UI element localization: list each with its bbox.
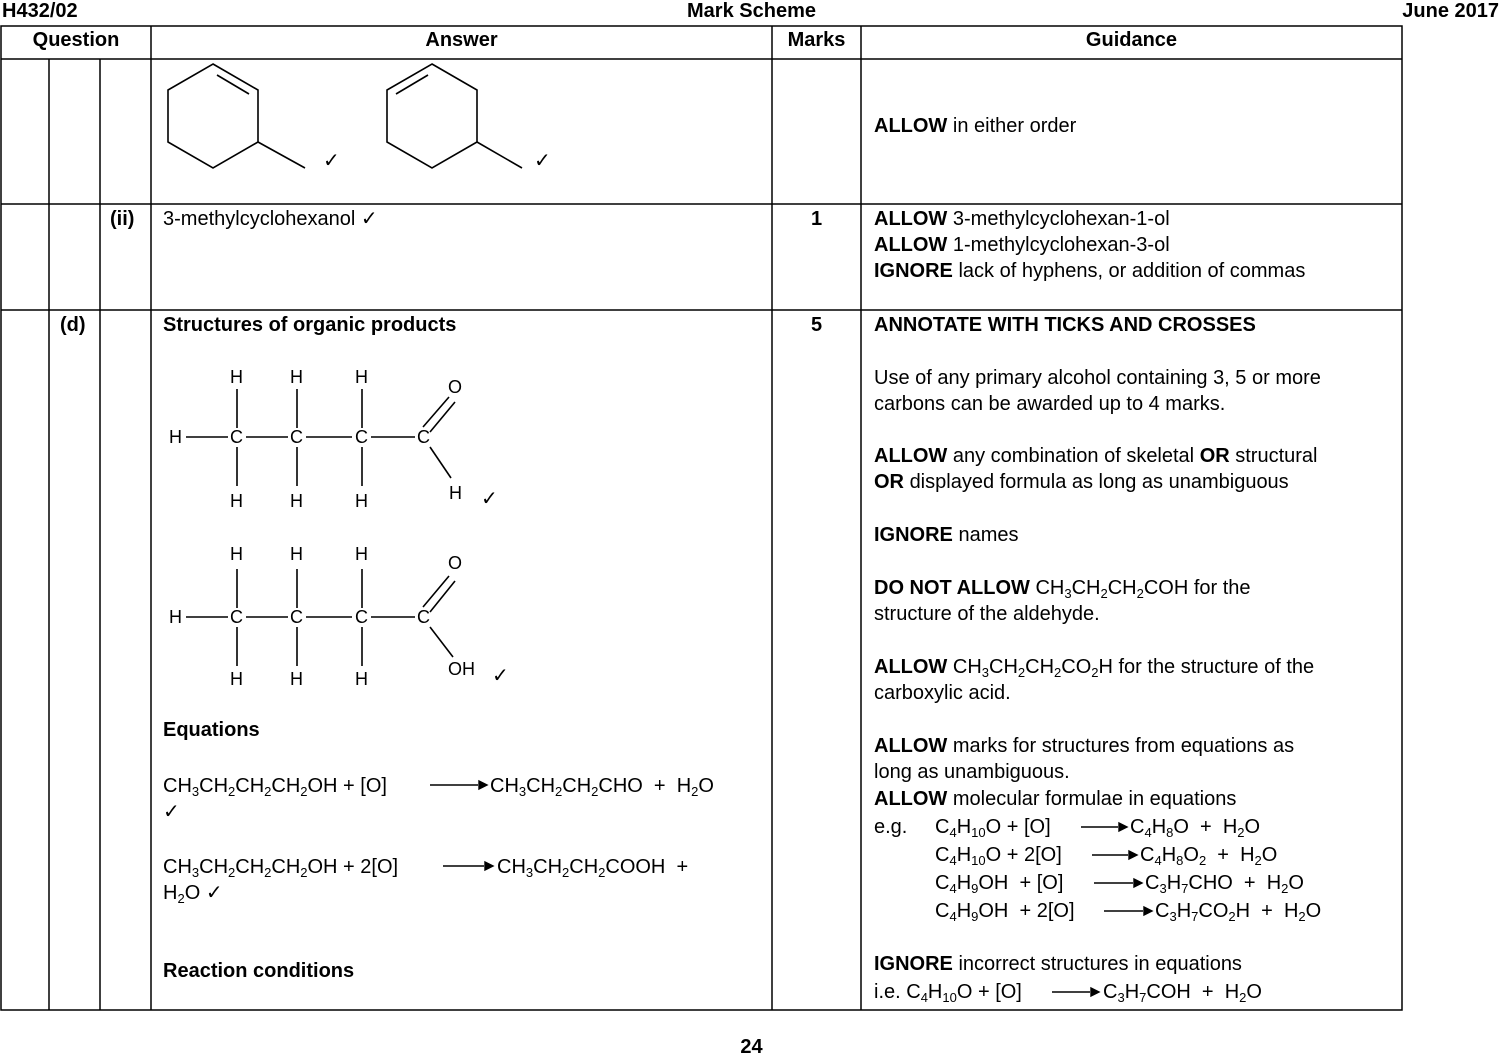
atom-label: H bbox=[169, 607, 182, 627]
guidance-annotate: ANNOTATE WITH TICKS AND CROSSES bbox=[874, 314, 1256, 336]
atom-label: C bbox=[230, 607, 243, 627]
guidance-line: IGNORE names bbox=[874, 524, 1019, 546]
column-header-marks: Marks bbox=[787, 29, 846, 51]
equation-1: CH3CH2CH2CH2OH + [O] bbox=[163, 775, 387, 799]
guidance-line: IGNORE incorrect structures in equations bbox=[874, 953, 1242, 975]
equation-2: CH3CH2CH2CH2OH + 2[O] bbox=[163, 856, 399, 880]
atom-label: H bbox=[230, 544, 243, 564]
guidance-line: ALLOW 1-methylcyclohexan-3-ol bbox=[874, 234, 1170, 256]
atom-label: H bbox=[449, 483, 462, 503]
question-part: (d) bbox=[60, 314, 86, 336]
guidance-equation-products: C3H7COH + H2O bbox=[1103, 981, 1262, 1005]
guidance-line: ALLOW marks for structures from equation… bbox=[874, 735, 1295, 757]
equation-2-water: H2O ✓ bbox=[163, 882, 223, 906]
skeletal-structure-2 bbox=[386, 63, 523, 169]
atom-label: H bbox=[355, 669, 368, 689]
atom-label: H bbox=[355, 491, 368, 511]
guidance-equation: C4H10O + 2[O] bbox=[935, 844, 1062, 868]
equations-heading: Equations bbox=[163, 719, 260, 741]
guidance-equation: i.e. C4H10O + [O] bbox=[874, 981, 1022, 1005]
atom-label: OH bbox=[448, 659, 475, 679]
atom-label: H bbox=[230, 491, 243, 511]
tick-mark: ✓ bbox=[492, 665, 509, 687]
skeletal-structure-1 bbox=[167, 63, 306, 169]
reaction-arrows bbox=[430, 779, 1154, 998]
guidance-equation: C4H9OH + 2[O] bbox=[935, 900, 1075, 924]
guidance-line: structure of the aldehyde. bbox=[874, 603, 1100, 625]
tick-mark: ✓ bbox=[323, 150, 340, 172]
guidance-line: ALLOW 3-methylcyclohexan-1-ol bbox=[874, 208, 1170, 230]
tick-mark: ✓ bbox=[534, 150, 551, 172]
atom-label: O bbox=[448, 553, 463, 573]
guidance-line: ALLOW any combination of skeletal OR str… bbox=[874, 445, 1318, 467]
tick-mark: ✓ bbox=[163, 801, 180, 823]
column-header-answer: Answer bbox=[425, 29, 498, 51]
guidance-line: DO NOT ALLOW CH3CH2CH2COH for the bbox=[874, 577, 1251, 601]
answer-text: 3-methylcyclohexanol ✓ bbox=[163, 208, 378, 230]
guidance-line: long as unambiguous. bbox=[874, 761, 1070, 783]
guidance-equation-products: C3H7CHO + H2O bbox=[1145, 872, 1304, 896]
atom-label: C bbox=[417, 607, 430, 627]
atom-label: H bbox=[230, 669, 243, 689]
marks-value: 1 bbox=[810, 208, 823, 230]
atom-label: C bbox=[230, 427, 243, 447]
guidance-equation: C4H9OH + [O] bbox=[935, 872, 1064, 896]
column-header-question: Question bbox=[32, 29, 120, 51]
guidance-line: carbons can be awarded up to 4 marks. bbox=[874, 393, 1226, 415]
atom-label: C bbox=[290, 607, 303, 627]
guidance-line: OR displayed formula as long as unambigu… bbox=[874, 471, 1289, 493]
guidance-eg: e.g. bbox=[874, 816, 908, 838]
column-header-guidance: Guidance bbox=[1085, 29, 1178, 51]
question-part: (ii) bbox=[110, 208, 135, 230]
butanal-bonds bbox=[186, 389, 456, 486]
guidance-line: Use of any primary alcohol containing 3,… bbox=[874, 367, 1321, 389]
guidance-equation: C4H10O + [O] bbox=[935, 816, 1051, 840]
guidance-line: ALLOW CH3CH2CH2CO2H for the structure of… bbox=[874, 656, 1315, 680]
document-date: June 2017 bbox=[1402, 0, 1499, 22]
guidance-text: ALLOW in either order bbox=[874, 115, 1077, 137]
atom-label: H bbox=[169, 427, 182, 447]
atom-label: C bbox=[355, 427, 368, 447]
atom-label: H bbox=[290, 544, 303, 564]
structures-heading: Structures of organic products bbox=[163, 314, 457, 336]
equation-2-products: CH3CH2CH2COOH + bbox=[497, 856, 689, 880]
atom-label: O bbox=[448, 377, 463, 397]
document-code: H432/02 bbox=[2, 0, 78, 22]
guidance-line: ALLOW molecular formulae in equations bbox=[874, 788, 1237, 810]
atom-label: H bbox=[355, 367, 368, 387]
tick-mark: ✓ bbox=[481, 488, 498, 510]
equation-1-products: CH3CH2CH2CHO + H2O bbox=[490, 775, 714, 799]
guidance-line: carboxylic acid. bbox=[874, 682, 1011, 704]
butanoic-acid-bonds bbox=[186, 569, 456, 666]
page-number: 24 bbox=[740, 1036, 763, 1058]
guidance-equation-products: C4H8O + H2O bbox=[1130, 816, 1261, 840]
guidance-equation-products: C4H8O2 + H2O bbox=[1140, 844, 1278, 868]
document-title: Mark Scheme bbox=[687, 0, 816, 22]
atom-label: H bbox=[290, 491, 303, 511]
guidance-line: IGNORE lack of hyphens, or addition of c… bbox=[874, 260, 1306, 282]
atom-label: H bbox=[355, 544, 368, 564]
atom-label: H bbox=[290, 669, 303, 689]
atom-label: C bbox=[290, 427, 303, 447]
marks-value: 5 bbox=[810, 314, 823, 336]
atom-label: H bbox=[230, 367, 243, 387]
atom-label: H bbox=[290, 367, 303, 387]
atom-label: C bbox=[417, 427, 430, 447]
conditions-heading: Reaction conditions bbox=[163, 960, 355, 982]
atom-label: C bbox=[355, 607, 368, 627]
guidance-equation-products: C3H7CO2H + H2O bbox=[1155, 900, 1322, 924]
